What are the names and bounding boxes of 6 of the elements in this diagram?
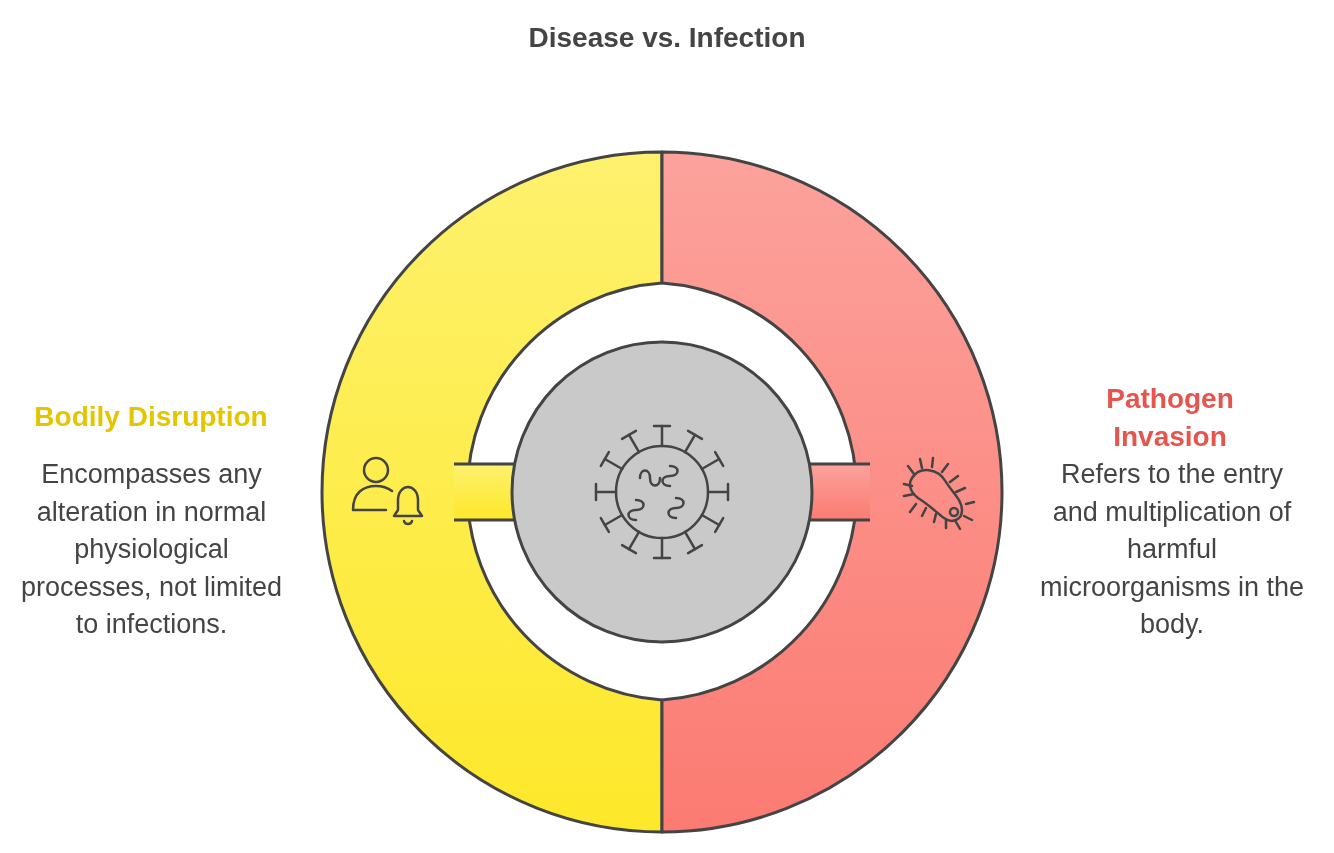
segment-description: Encompasses any alteration in normal physiological processes, not limited to infections. — [19, 458, 284, 642]
segment-description: Refers to the entry and multiplication of harmful microorganisms in the body. — [1038, 458, 1306, 642]
segment-heading: Bodily Disruption — [33, 400, 269, 434]
center-circle — [510, 340, 814, 644]
segment-heading: Pathogen Invasion — [1105, 382, 1235, 454]
diagram-title: Disease vs. Infection — [527, 21, 807, 55]
